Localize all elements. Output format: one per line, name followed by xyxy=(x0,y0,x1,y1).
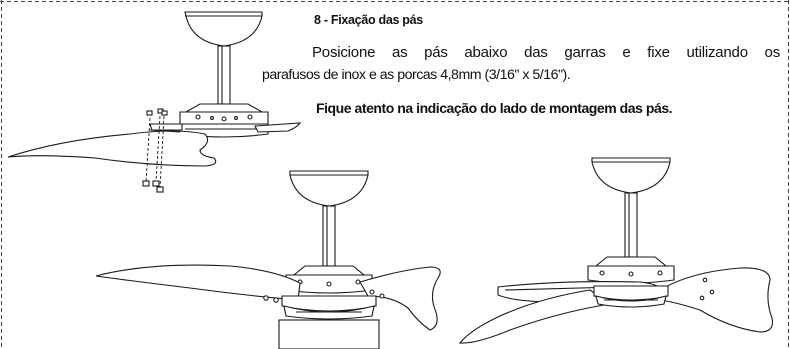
section-title: 8 - Fixação das pás xyxy=(314,13,423,27)
instruction-line-1: Posicione as pás abaixo das garras e fix… xyxy=(312,44,780,61)
fan-mounted-side-illustration xyxy=(95,170,441,349)
warning-note: Fique atento na indicação do lado de mon… xyxy=(316,100,673,116)
fan-exploded-illustration xyxy=(7,11,302,193)
nut-icon xyxy=(142,180,164,193)
fan-mounted-angled-illustration xyxy=(458,157,774,344)
instruction-line-2: parafusos de inox e as porcas 4,8mm (3/1… xyxy=(262,67,571,83)
screw-icon xyxy=(146,108,168,116)
